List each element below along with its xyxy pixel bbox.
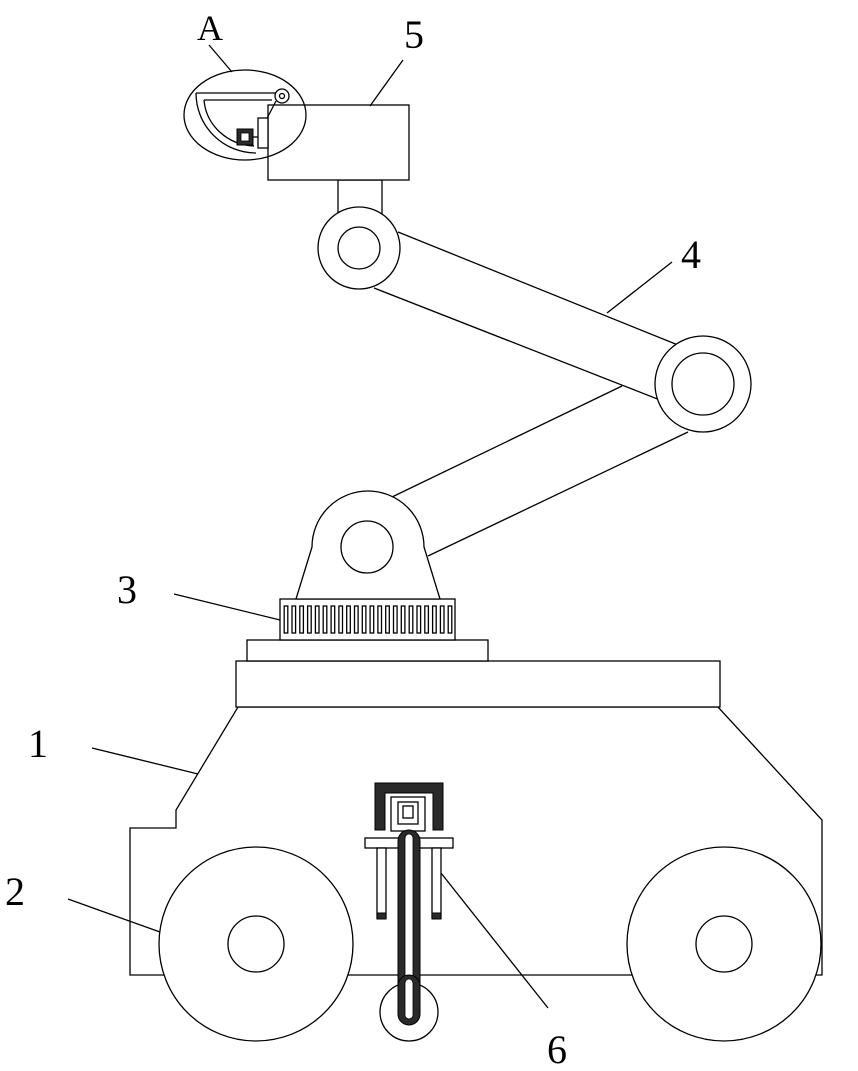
gear-tooth <box>339 606 343 633</box>
leader-3 <box>174 594 280 620</box>
label-5: 5 <box>404 12 424 57</box>
elbow-joint-inner <box>672 353 734 415</box>
gear-ring <box>280 599 455 640</box>
gear-tooth <box>425 606 429 633</box>
gear-tooth <box>300 606 304 633</box>
support-leg-mechanism <box>365 783 453 1041</box>
gear-tooth <box>323 606 327 633</box>
gear-tooth <box>370 606 374 633</box>
left-wheel-hub <box>228 916 284 972</box>
gear-tooth <box>448 606 452 633</box>
gear-tooth <box>386 606 390 633</box>
gear-tooth <box>417 606 421 633</box>
gear-tooth <box>284 606 288 633</box>
body-top-plate <box>236 661 720 707</box>
label-3: 3 <box>117 567 137 612</box>
gear-tooth <box>378 606 382 633</box>
head-housing <box>268 105 409 180</box>
gear-tooth <box>308 606 312 633</box>
gear-tooth <box>401 606 405 633</box>
right-wheel <box>627 847 821 1041</box>
wrist-joint-inner <box>338 227 380 269</box>
leader-4 <box>607 262 672 313</box>
label-2: 2 <box>5 869 25 914</box>
leader-a <box>209 45 232 72</box>
label-1: 1 <box>28 721 48 766</box>
gear-tooth <box>347 606 351 633</box>
gear-tooth <box>362 606 366 633</box>
turntable-base <box>247 640 488 661</box>
gear-tooth <box>409 606 413 633</box>
gear-tooth <box>315 606 319 633</box>
gear-tooth <box>355 606 359 633</box>
leg-guide-right <box>432 848 441 918</box>
gear-tooth <box>292 606 296 633</box>
gear-tooth <box>394 606 398 633</box>
detail-a-pivot <box>275 89 289 103</box>
gear-tooth <box>440 606 444 633</box>
label-4: 4 <box>681 232 701 277</box>
leader-5 <box>370 60 403 106</box>
label-a: A <box>197 8 223 48</box>
left-wheel <box>159 847 353 1041</box>
detail-a-clamp <box>258 118 268 148</box>
shoulder-joint <box>341 521 393 573</box>
leg-guide-left <box>377 848 386 918</box>
right-wheel-hub <box>696 916 752 972</box>
gear-tooth <box>331 606 335 633</box>
gear-tooth <box>433 606 437 633</box>
label-6: 6 <box>547 1027 567 1071</box>
leader-1 <box>92 748 198 774</box>
